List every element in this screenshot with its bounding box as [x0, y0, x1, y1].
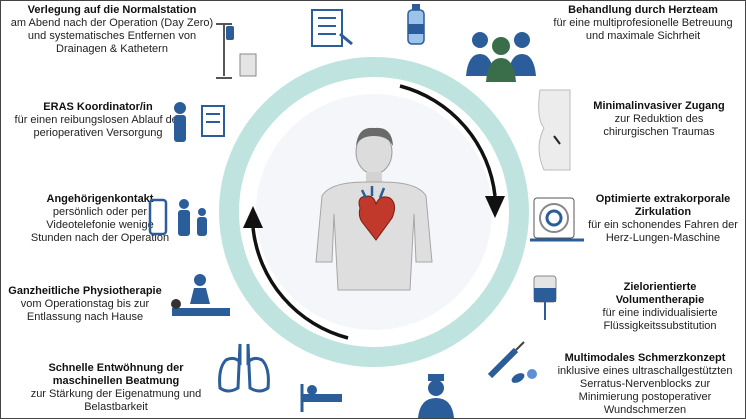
item-desc: für ein schonendes Fahren der Herz-Lunge… [588, 219, 738, 244]
item-title: Schnelle Entwöhnung der maschinellen Bea… [48, 362, 184, 387]
item-zugang: Minimalinvasiver Zugang zur Reduktion de… [584, 100, 734, 139]
item-zirkulation: Optimierte extrakorporale Zirkulation fü… [588, 193, 738, 245]
item-title: Ganzheitliche Physiotherapie [8, 285, 162, 297]
torso-incision-icon [538, 89, 571, 171]
arrowhead-right [485, 196, 505, 218]
item-title: Verlegung auf die Normalstation [27, 4, 197, 16]
cycle-arrow-right [399, 84, 497, 197]
item-schmerz: Multimodales Schmerzkonzept inklusive ei… [550, 352, 740, 417]
heart-lung-machine-icon [530, 197, 584, 242]
item-title: ERAS Koordinator/in [43, 101, 153, 113]
item-desc: zur Stärkung der Eigenatmung und Belastb… [30, 388, 202, 413]
item-desc: zur Reduktion des chirurgischen Traumas [603, 113, 715, 138]
item-desc: persönlich oder per Videotelefonie wenig… [30, 206, 170, 244]
item-desc: für eine individualisierte Flüssigkeitss… [602, 307, 718, 332]
coordinator-icon [174, 102, 225, 142]
hospital-bed-icon [300, 384, 342, 412]
item-title: Zielorientierte Volumentherapie [615, 281, 705, 306]
item-desc: vom Operationstag bis zur Entlassung nac… [20, 298, 150, 323]
physiotherapy-icon [171, 274, 230, 316]
checklist-icon [311, 9, 353, 47]
infusion-bag-icon [533, 275, 557, 320]
syringe-pills-icon [487, 341, 537, 383]
item-physio: Ganzheitliche Physiotherapie vom Operati… [4, 285, 166, 324]
iv-stand-icon [216, 23, 257, 79]
item-desc: für eine multiprofesionelle Betreuung un… [553, 17, 733, 42]
item-normalstation: Verlegung auf die Normalstation am Abend… [8, 4, 216, 56]
heart-icon [358, 186, 396, 241]
item-angehoerige: Angehörigenkontakt persönlich oder per V… [30, 193, 170, 245]
item-title: Minimalinvasiver Zugang [593, 100, 725, 112]
item-eras: ERAS Koordinator/in für einen reibungslo… [8, 101, 188, 140]
nurse-icon [418, 374, 454, 418]
item-title: Angehörigenkontakt [46, 193, 154, 205]
heart-team-icon [466, 32, 536, 82]
arrowhead-left [243, 206, 263, 228]
item-desc: inklusive eines ultraschallgestützten Se… [557, 365, 733, 416]
cycle-ring [219, 57, 529, 367]
bottle-icon [407, 4, 425, 45]
cycle-arrow-left [251, 227, 349, 340]
phone-family-icon [148, 198, 207, 236]
item-beatmung: Schnelle Entwöhnung der maschinellen Bea… [26, 362, 206, 414]
item-desc: am Abend nach der Operation (Day Zero) u… [10, 17, 214, 55]
item-title: Multimodales Schmerzkonzept [564, 352, 726, 364]
item-desc: für einen reibungslosen Ablauf der perio… [14, 114, 182, 139]
item-title: Behandlung durch Herzteam [568, 4, 718, 16]
lungs-icon [218, 343, 270, 393]
item-title: Optimierte extrakorporale Zirkulation [595, 193, 731, 218]
item-herzteam: Behandlung durch Herzteam für eine multi… [548, 4, 738, 43]
item-volumen: Zielorientierte Volumentherapie für eine… [578, 281, 742, 333]
